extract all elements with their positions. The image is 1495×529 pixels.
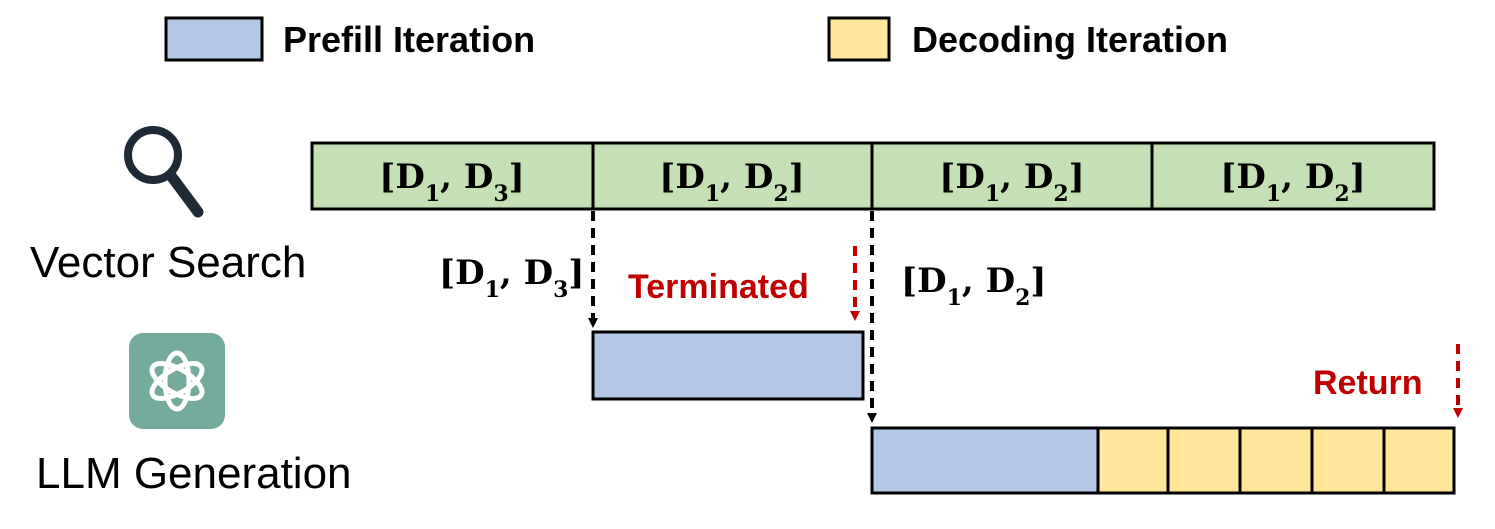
legend-prefill-swatch (164, 16, 264, 62)
legend-prefill-label: Prefill Iteration (283, 19, 535, 60)
prefill-block-terminated (591, 330, 865, 401)
llm-generation-label: LLM Generation (36, 449, 352, 498)
handoff-label: [D1, D3] (439, 253, 584, 303)
return-label: Return (1313, 364, 1423, 402)
prefill-block (870, 426, 1100, 495)
search-segment-label: [D1, D3] (379, 157, 524, 207)
terminated-label: Terminated (628, 268, 809, 306)
search-segment-label: [D1, D2] (659, 157, 804, 207)
decoding-block (1238, 426, 1314, 495)
search-segment (310, 141, 595, 211)
openai-logo-icon (129, 333, 225, 429)
decoding-block (1166, 426, 1242, 495)
decoding-block (1096, 426, 1170, 495)
legend-decoding-label: Decoding Iteration (912, 19, 1228, 60)
legend-decoding-swatch (827, 16, 891, 62)
search-timeline: [D1, D3] [D1, D2] [D1, D2] [D1, D2] (310, 141, 1436, 211)
handoff-label: [D1, D2] (901, 261, 1046, 311)
legend: Prefill Iteration Decoding Iteration (164, 16, 1228, 62)
search-segment-label: [D1, D2] (939, 157, 1084, 207)
vector-search-label: Vector Search (30, 238, 306, 287)
search-segment-label: [D1, D2] (1220, 157, 1365, 207)
search-segment (1150, 141, 1436, 211)
decoding-block (1310, 426, 1386, 495)
search-segment (591, 141, 874, 211)
decoding-block (1382, 426, 1456, 495)
magnifier-icon (124, 126, 204, 218)
